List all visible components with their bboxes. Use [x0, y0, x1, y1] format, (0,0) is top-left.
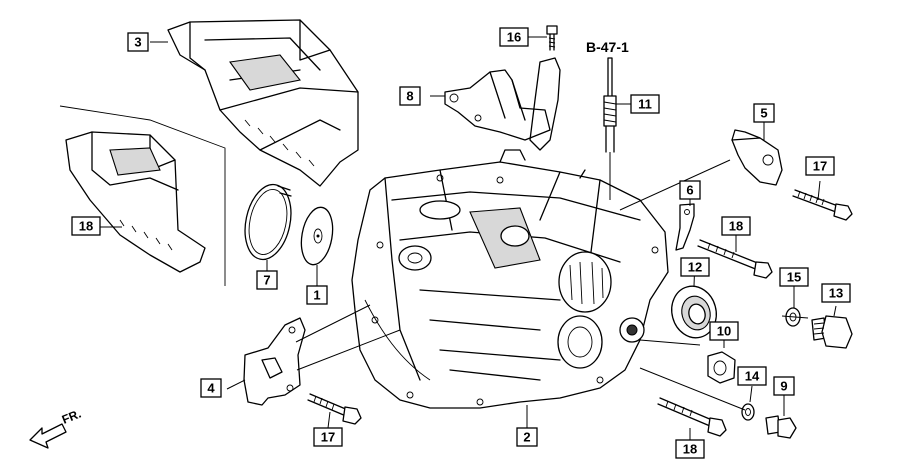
- part-splash-shield-lower: [65, 131, 206, 273]
- callout-18-upper: 18: [721, 216, 751, 236]
- callout-2: 2: [516, 427, 538, 447]
- part-bracket-5: [731, 129, 783, 186]
- part-disc: [300, 206, 334, 266]
- callout-5: 5: [753, 103, 775, 123]
- svg-text:11: 11: [638, 97, 652, 112]
- part-bolt-17-right: [792, 189, 853, 221]
- callout-14: 14: [737, 366, 767, 386]
- svg-text:16: 16: [507, 30, 521, 45]
- callout-1: 1: [306, 285, 328, 305]
- svg-text:15: 15: [787, 270, 801, 285]
- svg-text:5: 5: [760, 106, 767, 121]
- callout-8: 8: [399, 86, 421, 106]
- callout-12: 12: [680, 257, 710, 277]
- svg-text:3: 3: [134, 35, 141, 50]
- part-stud: [603, 57, 617, 200]
- svg-text:6: 6: [686, 183, 693, 198]
- svg-text:17: 17: [321, 430, 335, 445]
- section-line: [59, 105, 226, 286]
- svg-text:7: 7: [263, 273, 270, 288]
- svg-text:10: 10: [717, 324, 731, 339]
- reference-label: B-47-1: [586, 39, 629, 55]
- callout-9: 9: [773, 376, 795, 396]
- part-bolt-18-upper: [697, 239, 773, 279]
- callout-19: 18: [71, 216, 101, 236]
- callout-15: 15: [779, 267, 809, 287]
- part-snap-ring: [244, 183, 292, 261]
- part-splash-shield-upper: [167, 19, 359, 187]
- svg-text:9: 9: [780, 379, 787, 394]
- svg-text:2: 2: [523, 430, 530, 445]
- svg-text:17: 17: [813, 159, 827, 174]
- part-bracket-6: [675, 203, 695, 251]
- callout-18-lower: 18: [675, 439, 705, 459]
- callout-17-left: 17: [313, 427, 343, 447]
- svg-text:14: 14: [745, 369, 760, 384]
- callout-10: 10: [709, 321, 739, 341]
- front-direction-arrow: FR.: [29, 407, 83, 449]
- leader-lines: [100, 36, 837, 440]
- part-bolt-18-lower: [657, 397, 727, 437]
- callout-3: 3: [127, 32, 149, 52]
- callout-6: 6: [679, 180, 701, 200]
- part-bolt-17-left: [307, 393, 362, 425]
- callout-11: 11: [630, 94, 660, 114]
- callout-4: 4: [200, 378, 222, 398]
- svg-text:8: 8: [406, 89, 413, 104]
- fr-label: FR.: [60, 407, 83, 427]
- part-bolt-16: [529, 25, 561, 151]
- callout-16: 16: [499, 27, 529, 47]
- callout-13: 13: [821, 283, 851, 303]
- callout-7: 7: [256, 270, 278, 290]
- part-oil-seal: [671, 285, 717, 339]
- part-plug-10: [707, 351, 736, 384]
- svg-text:18: 18: [729, 219, 743, 234]
- part-washer-14: [741, 403, 755, 421]
- callout-17-right: 17: [805, 156, 835, 176]
- svg-text:12: 12: [688, 260, 702, 275]
- svg-text:1: 1: [313, 288, 320, 303]
- part-plug-13: [811, 315, 853, 349]
- part-bracket-8: [444, 69, 551, 141]
- svg-text:18: 18: [79, 219, 93, 234]
- svg-text:18: 18: [683, 442, 697, 457]
- part-bracket-4: [243, 317, 306, 406]
- svg-text:13: 13: [829, 286, 843, 301]
- svg-text:4: 4: [207, 381, 215, 396]
- part-plug-9: [765, 415, 797, 439]
- part-transmission-housing: [351, 149, 669, 409]
